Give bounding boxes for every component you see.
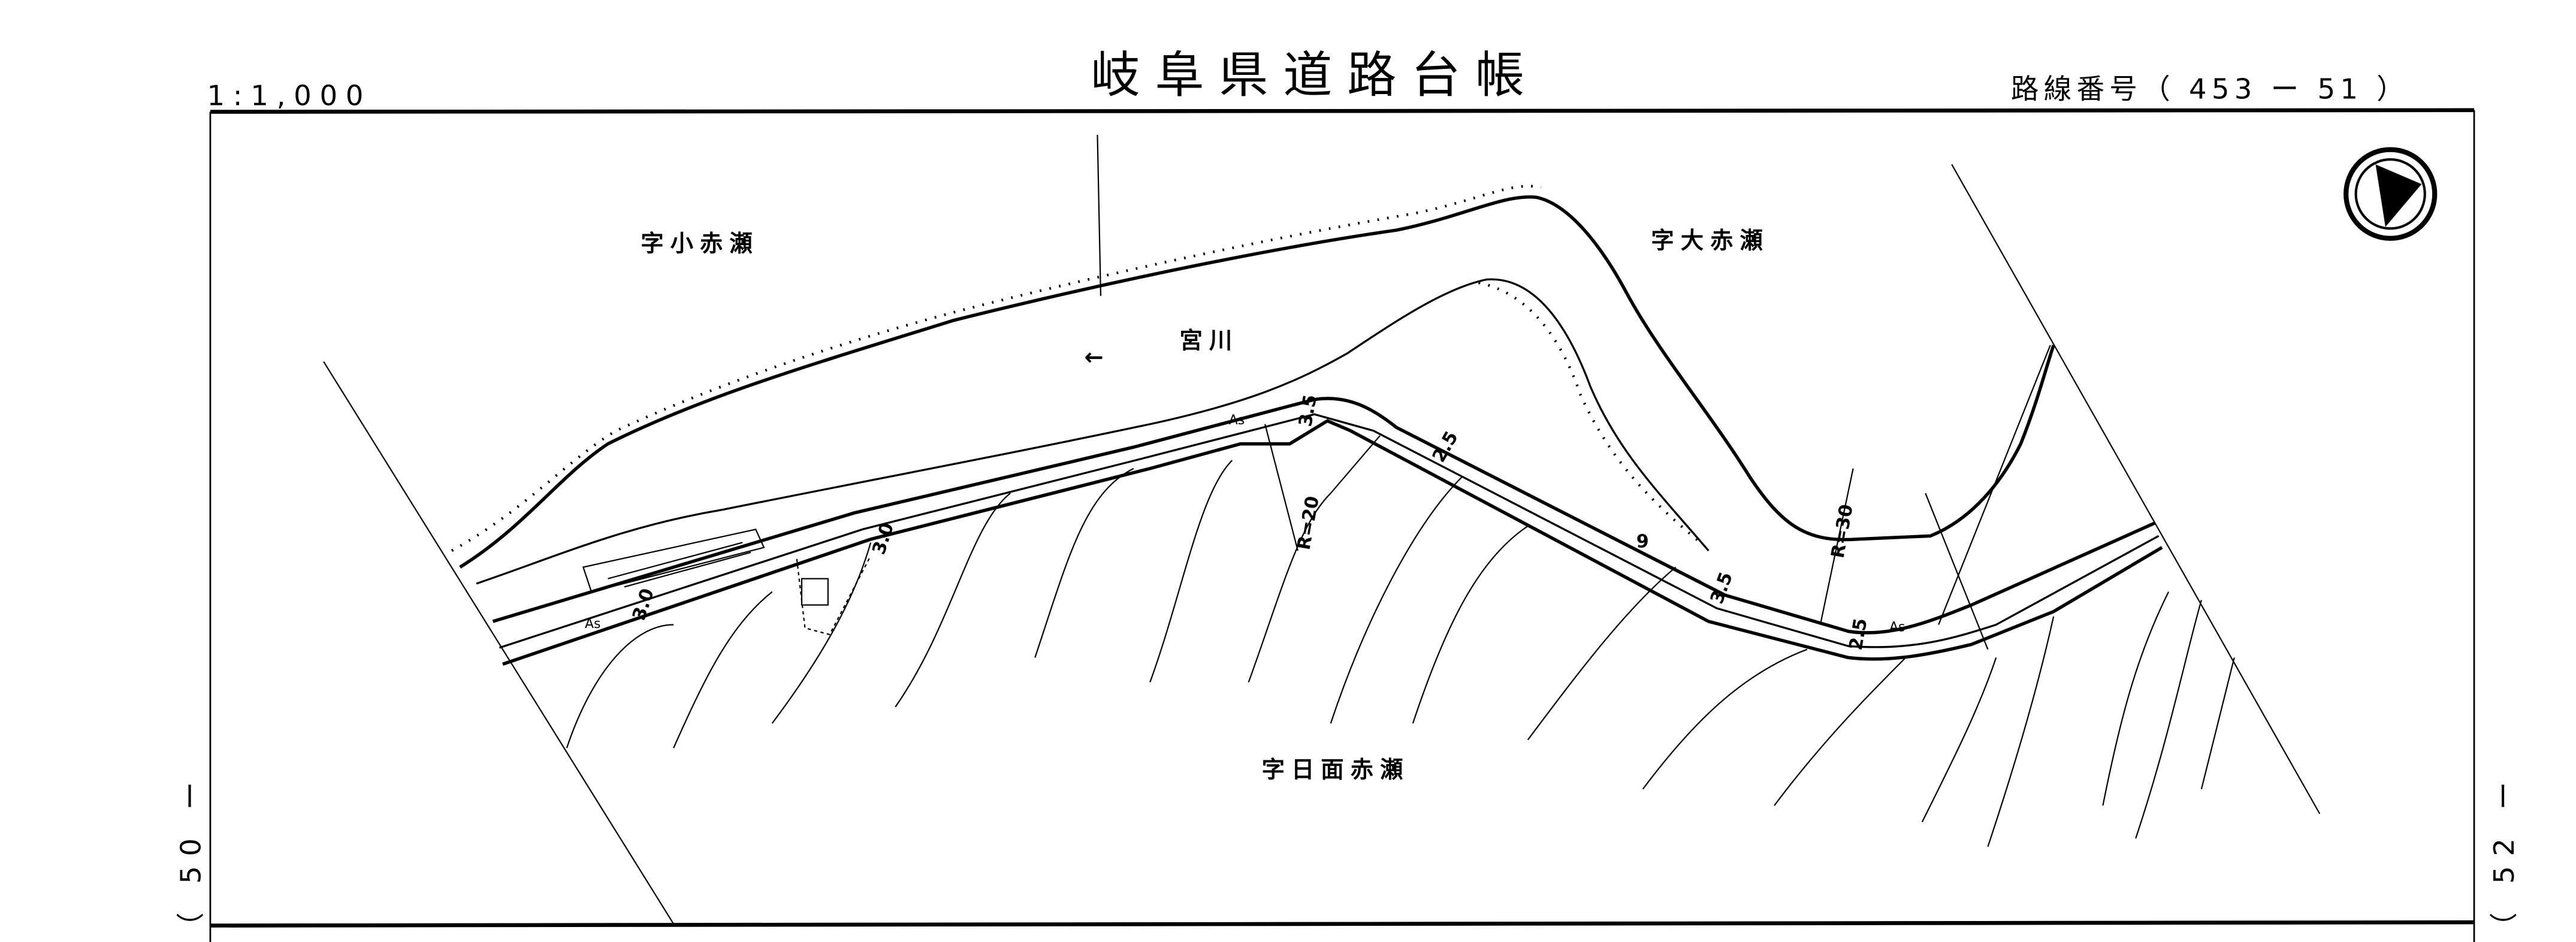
route-number: 路線番号（ 453 ー 51 ） <box>2011 73 2409 105</box>
road-width-label: 3.5 <box>1295 393 1321 428</box>
river-miyagawa: ← 宮川 <box>451 185 2055 585</box>
map-frame <box>209 108 2475 942</box>
place-name: 字小赤瀬 <box>641 231 759 258</box>
north-arrow-icon <box>2344 147 2438 241</box>
surface-label: As <box>1229 413 1245 428</box>
contour-lines <box>566 435 2235 847</box>
road-width-label: 3.5 <box>1707 569 1737 606</box>
surface-label: As <box>585 617 600 632</box>
map-scale: 1:1,000 <box>207 80 372 112</box>
adjacent-sheet-right: （ 52 ー <box>2488 772 2520 940</box>
place-name: 字日面赤瀬 <box>1262 757 1410 784</box>
lot-boundaries <box>323 134 2321 925</box>
river-arrow: ← <box>1085 344 1110 371</box>
station-label: 9 <box>1636 532 1649 552</box>
road-width-label: 3.0 <box>629 586 659 623</box>
curve-radius-label: R=30 <box>1828 503 1858 560</box>
prefectural-road: As As As 3.0 3.0 3.5 2.5 3.5 2.5 9 R=20 … <box>492 393 2163 666</box>
surface-label: As <box>1889 620 1905 635</box>
place-name: 字大赤瀬 <box>1651 227 1769 254</box>
page-title: 岐阜県道路台帳 <box>1091 47 1539 104</box>
adjacent-sheet-left: （ 50 ー <box>175 772 207 940</box>
river-name: 宮川 <box>1180 328 1239 355</box>
